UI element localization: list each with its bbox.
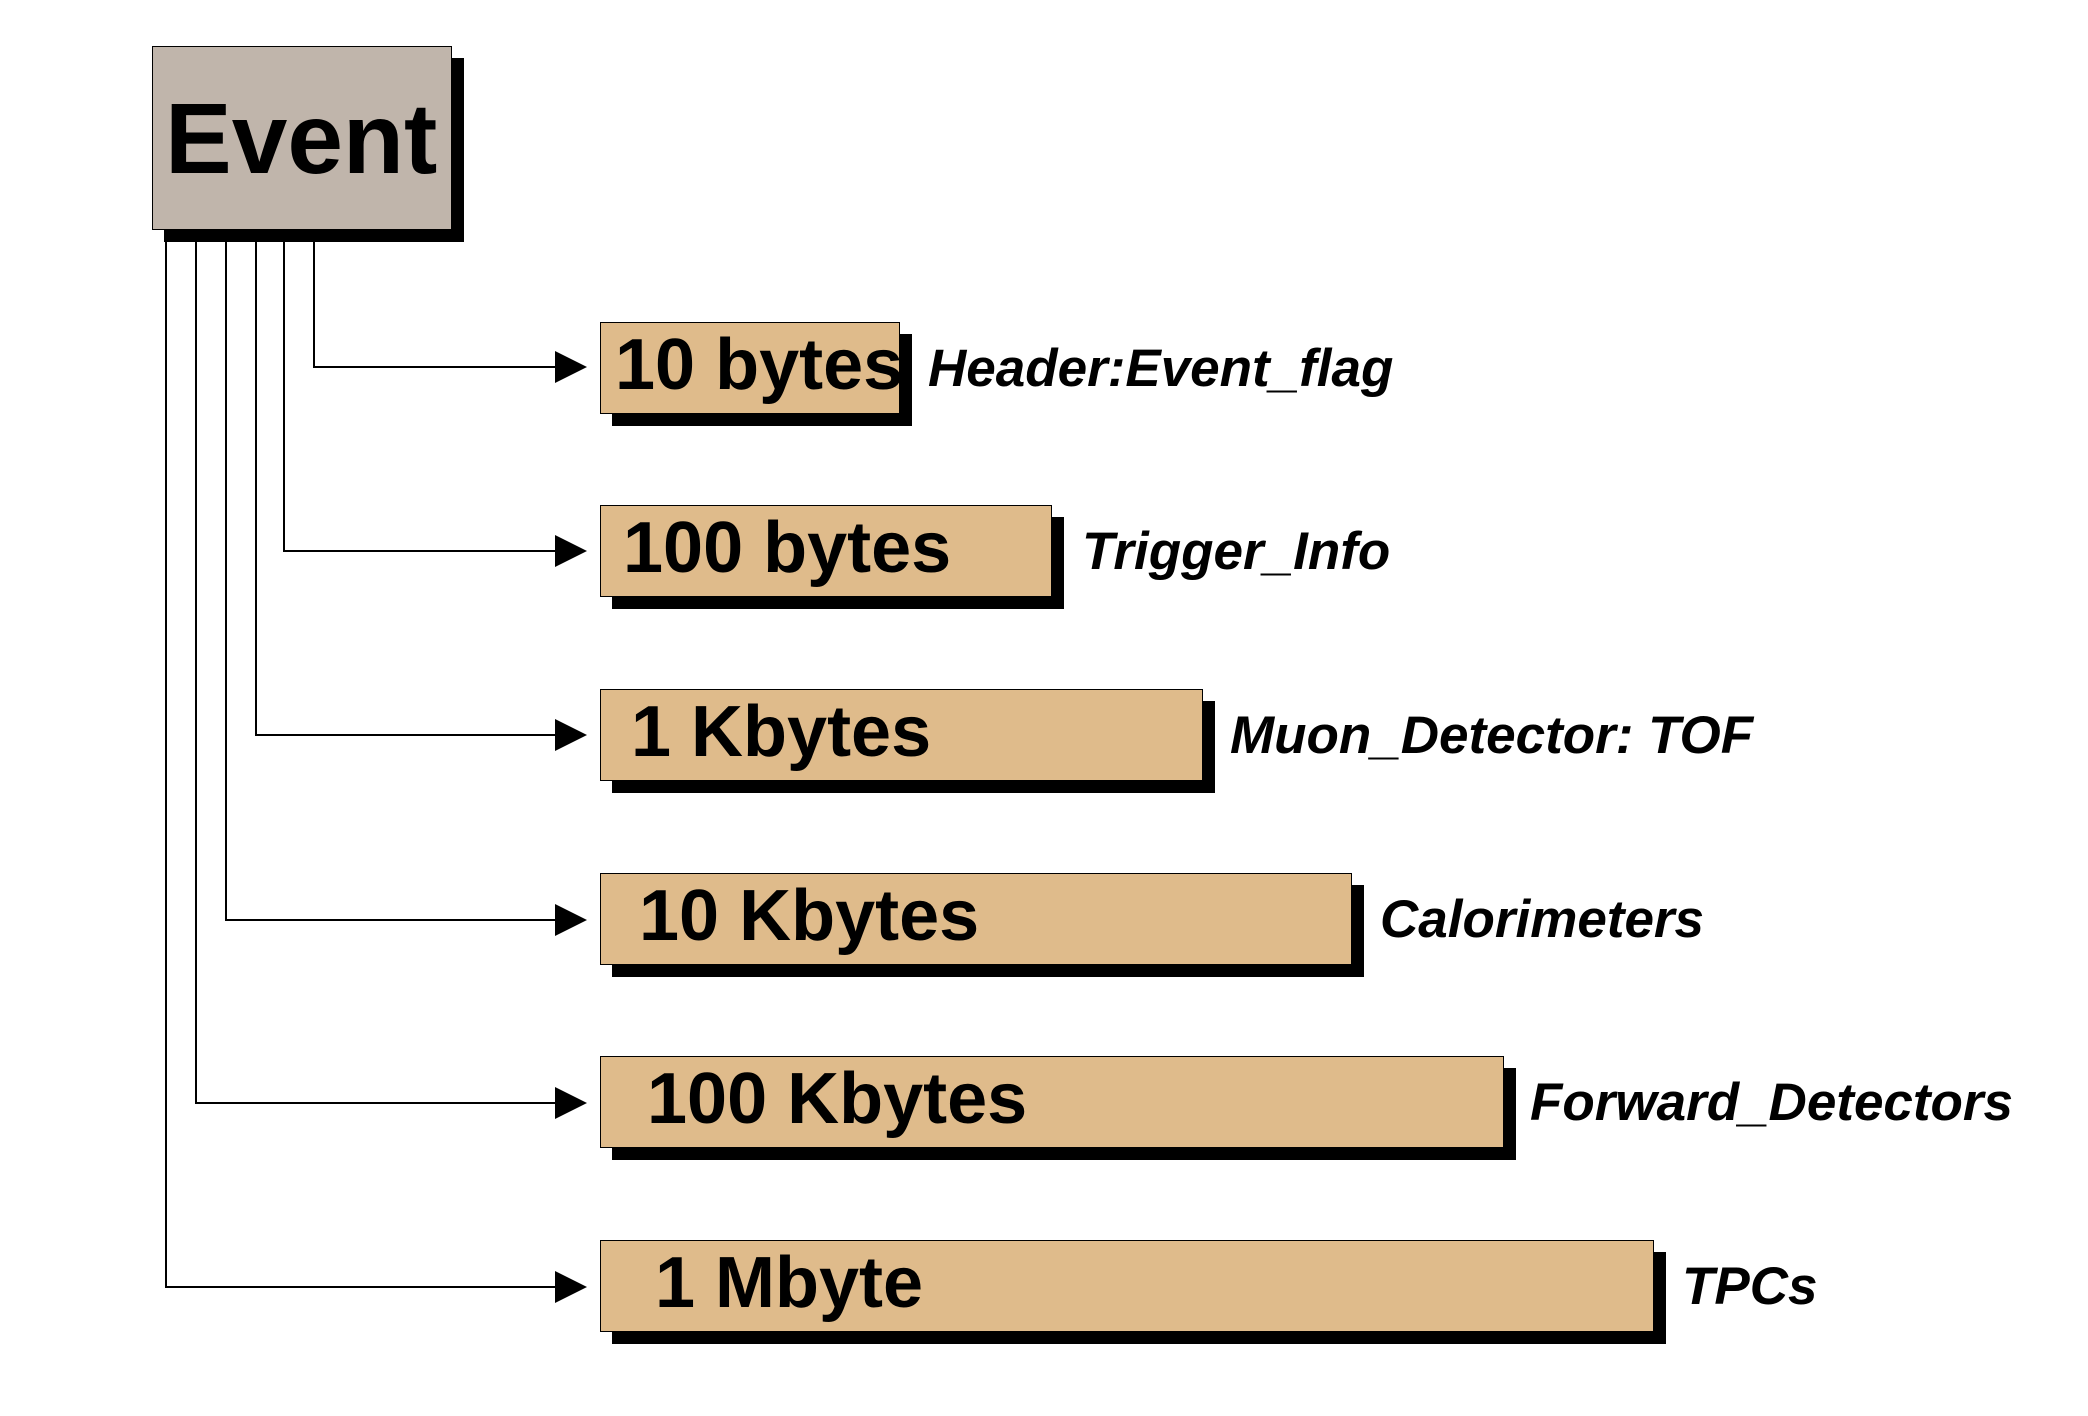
- connector-calorimeters: [225, 240, 558, 921]
- arrow-head-trigger: [555, 535, 587, 567]
- connector-header: [313, 240, 558, 368]
- arrow-head-muon: [555, 719, 587, 751]
- size-box-forward: 100 Kbytes: [600, 1056, 1504, 1148]
- size-box-muon: 1 Kbytes: [600, 689, 1203, 781]
- component-label-header: Header:Event_flag: [928, 339, 1394, 398]
- arrow-head-calorimeters: [555, 904, 587, 936]
- size-box-trigger: 100 bytes: [600, 505, 1052, 597]
- component-label-muon: Muon_Detector: TOF: [1230, 706, 1754, 765]
- size-box-calorimeters: 10 Kbytes: [600, 873, 1352, 965]
- component-label-trigger: Trigger_Info: [1082, 522, 1391, 581]
- size-box-header: 10 bytes: [600, 322, 903, 414]
- event-box: Event: [152, 46, 452, 230]
- connector-forward: [195, 240, 558, 1104]
- arrow-head-tpcs: [555, 1271, 587, 1303]
- component-label-forward: Forward_Detectors: [1530, 1073, 2014, 1132]
- connector-trigger: [283, 240, 558, 552]
- arrow-head-forward: [555, 1087, 587, 1119]
- component-label-calorimeters: Calorimeters: [1380, 890, 1705, 949]
- arrow-head-header: [555, 351, 587, 383]
- connector-muon: [255, 240, 558, 736]
- component-label-tpcs: TPCs: [1682, 1257, 1818, 1316]
- connector-tpcs: [165, 230, 558, 1288]
- size-box-tpcs: 1 Mbyte: [600, 1240, 1654, 1332]
